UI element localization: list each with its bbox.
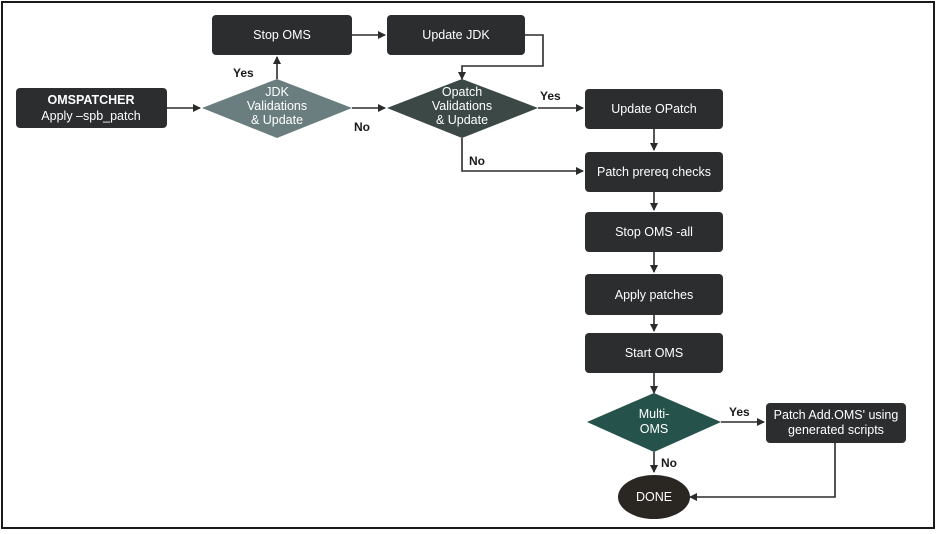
update-opatch-label: Update OPatch — [611, 102, 697, 116]
patch-add-oms-node: Patch Add.OMS' using generated scripts — [766, 403, 906, 443]
update-jdk-node: Update JDK — [387, 15, 525, 55]
update-opatch-node: Update OPatch — [585, 89, 723, 129]
stop-all-label: Stop OMS -all — [615, 225, 693, 239]
edge-opatch-no-to-prereq — [461, 138, 584, 175]
opatch-label-line2: Validations — [432, 99, 492, 113]
edge-label-jdk-no: No — [354, 120, 370, 134]
edge-patch-add-to-done — [689, 443, 836, 501]
apply-patches-node: Apply patches — [585, 274, 723, 315]
jdk-validation-node: JDK Validations & Update — [202, 79, 352, 138]
edge-label-multi-no: No — [661, 456, 677, 470]
done-label: DONE — [636, 490, 672, 504]
stop-oms-label: Stop OMS — [253, 28, 311, 42]
omspatcher-title: OMSPATCHER — [47, 93, 134, 107]
apply-patches-label: Apply patches — [615, 288, 694, 302]
edge-label-opatch-no: No — [469, 154, 485, 168]
jdk-label-line1: JDK — [265, 85, 289, 99]
stop-all-node: Stop OMS -all — [585, 212, 723, 252]
update-jdk-label: Update JDK — [422, 28, 490, 42]
edges — [167, 31, 836, 501]
jdk-label-line3: & Update — [251, 113, 303, 127]
prereq-label: Patch prereq checks — [597, 165, 711, 179]
omspatcher-node: OMSPATCHER Apply –spb_patch — [16, 88, 167, 128]
done-node: DONE — [618, 475, 690, 519]
start-oms-label: Start OMS — [625, 346, 683, 360]
jdk-label-line2: Validations — [247, 99, 307, 113]
start-oms-node: Start OMS — [585, 333, 723, 373]
edge-update-jdk-to-opatch — [458, 34, 544, 80]
opatch-label-line3: & Update — [436, 113, 488, 127]
patch-add-label-line1: Patch Add.OMS' using — [774, 408, 899, 422]
edge-label-multi-yes: Yes — [729, 405, 750, 419]
multi-oms-label-line2: OMS — [640, 422, 668, 436]
edge-label-jdk-yes: Yes — [233, 66, 254, 80]
opatch-label-line1: Opatch — [442, 85, 482, 99]
stop-oms-node: Stop OMS — [212, 15, 352, 55]
opatch-validation-node: Opatch Validations & Update — [387, 79, 538, 138]
omspatcher-subtitle: Apply –spb_patch — [41, 109, 140, 123]
patch-add-label-line2: generated scripts — [788, 423, 884, 437]
multi-oms-label-line1: Multi- — [639, 407, 670, 421]
edge-label-opatch-yes: Yes — [540, 89, 561, 103]
prereq-node: Patch prereq checks — [585, 152, 723, 192]
multi-oms-node: Multi- OMS — [587, 393, 721, 452]
